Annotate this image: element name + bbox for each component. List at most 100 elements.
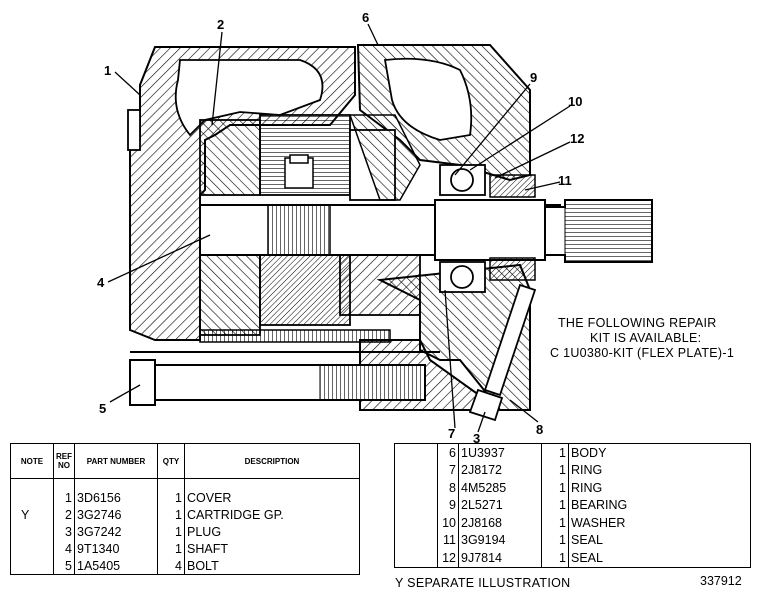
table-row: Y 2 3G2746 1 CARTRIDGE GP.	[10, 506, 360, 523]
cell-note: Y	[10, 506, 54, 523]
header-qty: QTY	[157, 443, 185, 479]
header-ref-no: REF NO	[53, 443, 75, 479]
cell-qty: 4	[157, 557, 185, 575]
cell-qty: 1	[541, 531, 569, 549]
cell-part: 2J8172	[458, 461, 542, 479]
cell-note	[394, 549, 438, 568]
bolt-part	[129, 329, 440, 406]
cell-ref: 5	[53, 557, 75, 575]
cell-qty: 1	[541, 496, 569, 514]
repair-note-line-3: C 1U0380-KIT (FLEX PLATE)-1	[550, 346, 735, 360]
cell-desc: BOLT	[184, 557, 360, 575]
cell-ref: 7	[437, 461, 459, 479]
cell-qty: 1	[541, 443, 569, 462]
cell-ref: 11	[437, 531, 459, 549]
cell-note	[10, 557, 54, 575]
cell-part: 4M5285	[458, 479, 542, 497]
cell-part: 3G9194	[458, 531, 542, 549]
callout-6: 6	[362, 10, 369, 25]
callout-9: 9	[530, 70, 537, 85]
cell-ref: 4	[53, 540, 75, 557]
cell-qty: 1	[541, 461, 569, 479]
cell-qty: 1	[157, 506, 185, 523]
table-row: 5 1A5405 4 BOLT	[10, 557, 360, 575]
table-row: 4 9T1340 1 SHAFT	[10, 540, 360, 557]
callout-5: 5	[99, 401, 106, 416]
cell-note	[394, 496, 438, 514]
cell-desc: SEAL	[568, 531, 751, 549]
header-description: DESCRIPTION	[184, 443, 360, 479]
cell-desc: PLUG	[184, 523, 360, 540]
callout-4: 4	[97, 275, 105, 290]
cell-ref: 9	[437, 496, 459, 514]
table-row: 1 3D6156 1 COVER	[10, 489, 360, 506]
cell-qty: 1	[157, 540, 185, 557]
illustration-number: 337912	[700, 574, 742, 588]
cell-qty: 1	[541, 514, 569, 532]
cell-part: 1A5405	[74, 557, 158, 575]
callout-3: 3	[473, 431, 480, 446]
callout-1: 1	[104, 63, 111, 78]
callout-12: 12	[570, 131, 584, 146]
table-row: 9 2L5271 1 BEARING	[394, 496, 751, 514]
cell-note	[10, 489, 54, 506]
cell-ref: 6	[437, 443, 459, 462]
cell-ref: 12	[437, 549, 459, 568]
table-row: 12 9J7814 1 SEAL	[394, 549, 751, 568]
cell-qty: 1	[157, 523, 185, 540]
cell-note	[394, 461, 438, 479]
cell-desc: RING	[568, 461, 751, 479]
separate-illustration-legend: Y SEPARATE ILLUSTRATION	[395, 576, 571, 590]
cell-part: 3G2746	[74, 506, 158, 523]
plug-part	[468, 283, 537, 422]
cell-ref: 8	[437, 479, 459, 497]
cell-note	[394, 514, 438, 532]
cell-desc: RING	[568, 479, 751, 497]
header-part-number: PART NUMBER	[74, 443, 158, 479]
seal-part	[489, 174, 536, 281]
cell-desc: WASHER	[568, 514, 751, 532]
table-row: 6 1U3937 1 BODY	[394, 443, 751, 462]
cell-note	[10, 540, 54, 557]
cell-qty: 1	[157, 489, 185, 506]
callout-8: 8	[536, 422, 543, 437]
repair-note-line-1: THE FOLLOWING REPAIR	[558, 316, 717, 330]
cell-ref: 1	[53, 489, 75, 506]
cell-desc: BEARING	[568, 496, 751, 514]
cell-note	[394, 479, 438, 497]
bearing-part	[439, 164, 486, 293]
cell-note	[10, 523, 54, 540]
cell-note	[394, 531, 438, 549]
cell-part: 3D6156	[74, 489, 158, 506]
cell-part: 1U3937	[458, 443, 542, 462]
cell-part: 2J8168	[458, 514, 542, 532]
table-row: 8 4M5285 1 RING	[394, 479, 751, 497]
cell-ref: 3	[53, 523, 75, 540]
repair-note-line-2: KIT IS AVAILABLE:	[590, 331, 702, 345]
callout-7: 7	[448, 426, 455, 441]
cell-desc: BODY	[568, 443, 751, 462]
table-row: 7 2J8172 1 RING	[394, 461, 751, 479]
table-spacer-row	[10, 478, 360, 489]
cell-desc: COVER	[184, 489, 360, 506]
cell-ref: 2	[53, 506, 75, 523]
leader-lines	[107, 23, 571, 433]
cell-part: 3G7242	[74, 523, 158, 540]
shaft-part	[199, 199, 653, 263]
header-note: NOTE	[10, 443, 54, 479]
callout-11: 11	[558, 173, 572, 188]
table-row: 10 2J8168 1 WASHER	[394, 514, 751, 532]
callout-2: 2	[217, 17, 224, 32]
repair-kit-note: THE FOLLOWING REPAIR KIT IS AVAILABLE: C…	[550, 316, 762, 361]
cell-note	[394, 443, 438, 462]
cell-ref: 10	[437, 514, 459, 532]
cell-qty: 1	[541, 549, 569, 568]
parts-table-right: 6 1U3937 1 BODY 7 2J8172 1 RING 8 4M5285…	[394, 443, 751, 568]
callout-10: 10	[568, 94, 582, 109]
table-row: 3 3G7242 1 PLUG	[10, 523, 360, 540]
cell-desc: SHAFT	[184, 540, 360, 557]
table-row: 11 3G9194 1 SEAL	[394, 531, 751, 549]
cell-part: 2L5271	[458, 496, 542, 514]
cell-desc: CARTRIDGE GP.	[184, 506, 360, 523]
